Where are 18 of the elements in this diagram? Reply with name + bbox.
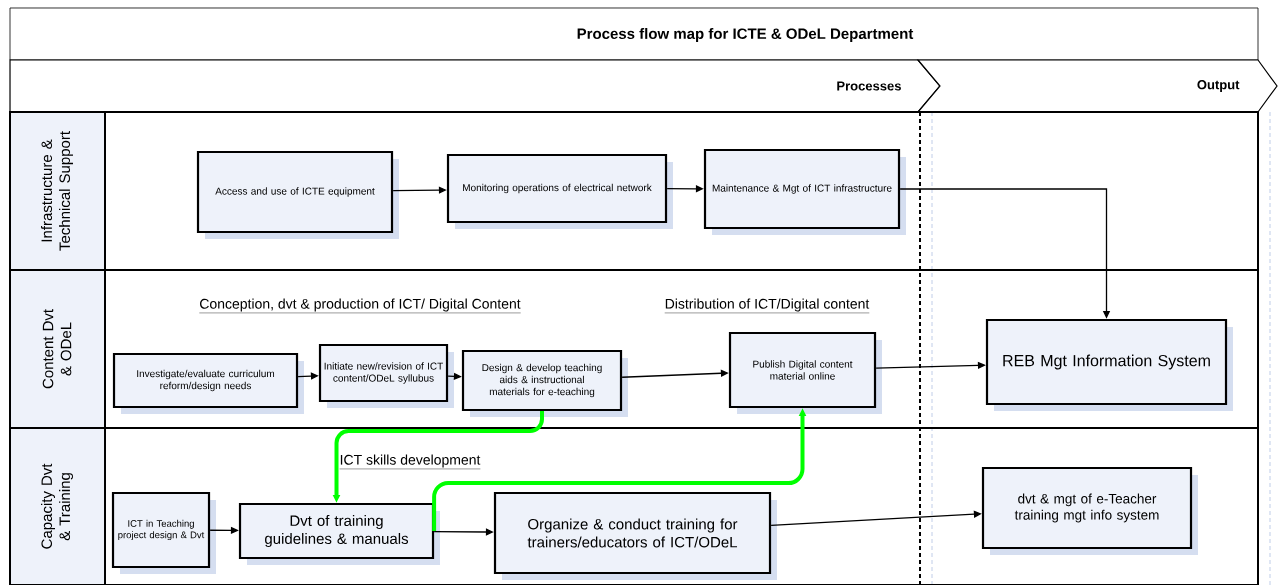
column-header: Processes — [9, 59, 941, 113]
section-heading: Distribution of ICT/Digital content — [664, 298, 870, 314]
process-box: REB Mgt Information System — [985, 318, 1233, 411]
process-box: ICT in Teaching project design & Dvt — [111, 491, 216, 574]
process-box: dvt & mgt of e-Teacher training mgt info system — [981, 466, 1198, 555]
process-box: Initiate new/revision of ICT content/ODeL syllubus — [318, 343, 454, 408]
process-box: Maintenance & Mgt of ICT infrastructure — [703, 148, 906, 235]
process-box: Design & develop teaching aids & instructional materials for e-teaching — [461, 349, 628, 417]
process-box: Access and use of ICTE equipment — [196, 150, 399, 239]
process-box: Monitoring operations of electrical network — [446, 153, 673, 229]
node-label: Output — [1197, 80, 1240, 92]
column-header: Output — [916, 59, 1278, 113]
section-heading: ICT skills development — [339, 454, 481, 470]
process-box: Dvt of training guidelines & manuals — [238, 502, 440, 565]
process-box: Investigate/evaluate curriculum reform/design needs — [112, 352, 304, 414]
process-box: Publish Digital content material online — [728, 331, 882, 414]
section-heading: Conception, dvt & production of ICT/ Digital Content — [199, 298, 521, 314]
process-box: Organize & conduct training for trainers/educators of ICT/ODeL — [493, 491, 777, 580]
